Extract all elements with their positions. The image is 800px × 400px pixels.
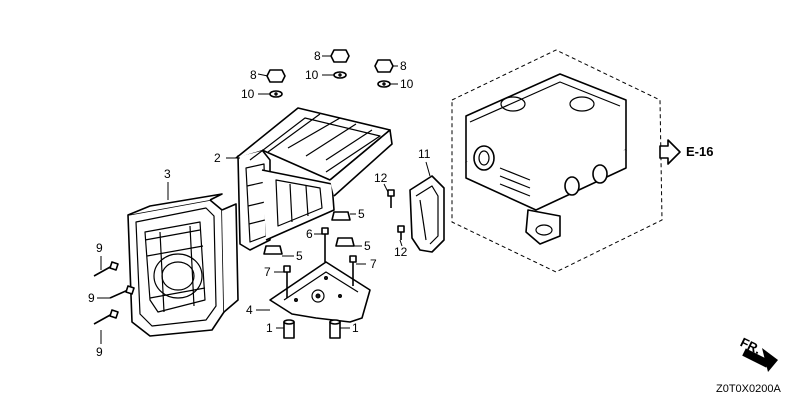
callout-2: 2 bbox=[214, 151, 221, 165]
bolt-7a bbox=[283, 265, 291, 298]
callout-8a: 8 bbox=[250, 68, 257, 82]
bolt-6 bbox=[321, 227, 329, 262]
callout-8c: 8 bbox=[400, 59, 407, 73]
callout-9c: 9 bbox=[96, 345, 103, 359]
leader-lines bbox=[97, 55, 431, 344]
bolt-9a bbox=[93, 261, 119, 277]
callout-5a: 5 bbox=[358, 207, 365, 221]
callout-6: 6 bbox=[306, 227, 313, 241]
bolt-9b bbox=[109, 285, 135, 299]
nut-8a bbox=[266, 69, 286, 83]
callout-12a: 12 bbox=[374, 171, 388, 185]
collar-1b bbox=[329, 319, 341, 339]
callout-1b: 1 bbox=[352, 321, 359, 335]
reference-label: E-16 bbox=[686, 144, 713, 159]
bolt-12a bbox=[387, 189, 395, 208]
callout-7b: 7 bbox=[370, 257, 377, 271]
grommet-5c bbox=[335, 237, 355, 247]
bolt-9c bbox=[93, 309, 119, 325]
callout-9b: 9 bbox=[88, 291, 95, 305]
bolt-7b bbox=[349, 255, 357, 286]
washer-10a bbox=[269, 90, 283, 98]
part-4-bracket-plate bbox=[269, 261, 371, 323]
nut-8b bbox=[330, 49, 350, 63]
callout-10a: 10 bbox=[241, 87, 255, 101]
callout-5b: 5 bbox=[296, 249, 303, 263]
collar-1a bbox=[283, 319, 295, 339]
grommet-5a bbox=[331, 211, 351, 221]
callout-8b: 8 bbox=[314, 49, 321, 63]
part-11-side-cover bbox=[409, 175, 445, 253]
engine-reference-group bbox=[451, 49, 663, 273]
callout-1a: 1 bbox=[266, 321, 273, 335]
callout-3: 3 bbox=[164, 167, 171, 181]
direction-label: FR. bbox=[738, 334, 763, 357]
part-3-back-shroud bbox=[127, 193, 239, 337]
callout-11: 11 bbox=[418, 147, 431, 161]
reference-arrow bbox=[659, 139, 681, 165]
callout-5c: 5 bbox=[364, 239, 371, 253]
part-2-guide-frame bbox=[235, 107, 393, 251]
bolt-12b bbox=[397, 225, 405, 240]
callout-9a: 9 bbox=[96, 241, 103, 255]
washer-10c bbox=[377, 80, 391, 88]
callout-10c: 10 bbox=[400, 77, 414, 91]
callout-10b: 10 bbox=[305, 68, 319, 82]
grommet-5b bbox=[263, 245, 283, 255]
front-direction-arrow bbox=[742, 348, 778, 372]
callout-7a: 7 bbox=[264, 265, 271, 279]
callout-12b: 12 bbox=[394, 245, 408, 259]
callout-4: 4 bbox=[246, 303, 253, 317]
nut-8c bbox=[374, 59, 394, 73]
washer-10b bbox=[333, 71, 347, 79]
diagram-code: Z0T0X0200A bbox=[716, 383, 781, 395]
